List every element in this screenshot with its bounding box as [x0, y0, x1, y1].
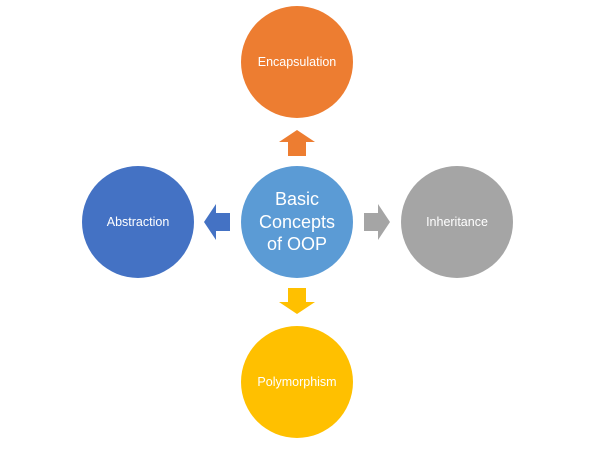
arrow-up-icon: [279, 130, 315, 156]
inheritance-label: Inheritance: [426, 214, 488, 229]
inheritance-circle: Inheritance: [401, 166, 513, 278]
polymorphism-circle: Polymorphism: [241, 326, 353, 438]
polymorphism-label: Polymorphism: [257, 374, 337, 389]
abstraction-circle: Abstraction: [82, 166, 194, 278]
arrow-down-icon: [279, 288, 315, 314]
encapsulation-label: Encapsulation: [257, 54, 337, 69]
encapsulation-circle: Encapsulation: [241, 6, 353, 118]
center-label: Basic Concepts of OOP: [258, 189, 336, 255]
basic-concepts-circle: Basic Concepts of OOP: [241, 166, 353, 278]
abstraction-label: Abstraction: [106, 214, 170, 229]
arrow-left-icon: [204, 204, 230, 240]
arrow-right-icon: [364, 204, 390, 240]
